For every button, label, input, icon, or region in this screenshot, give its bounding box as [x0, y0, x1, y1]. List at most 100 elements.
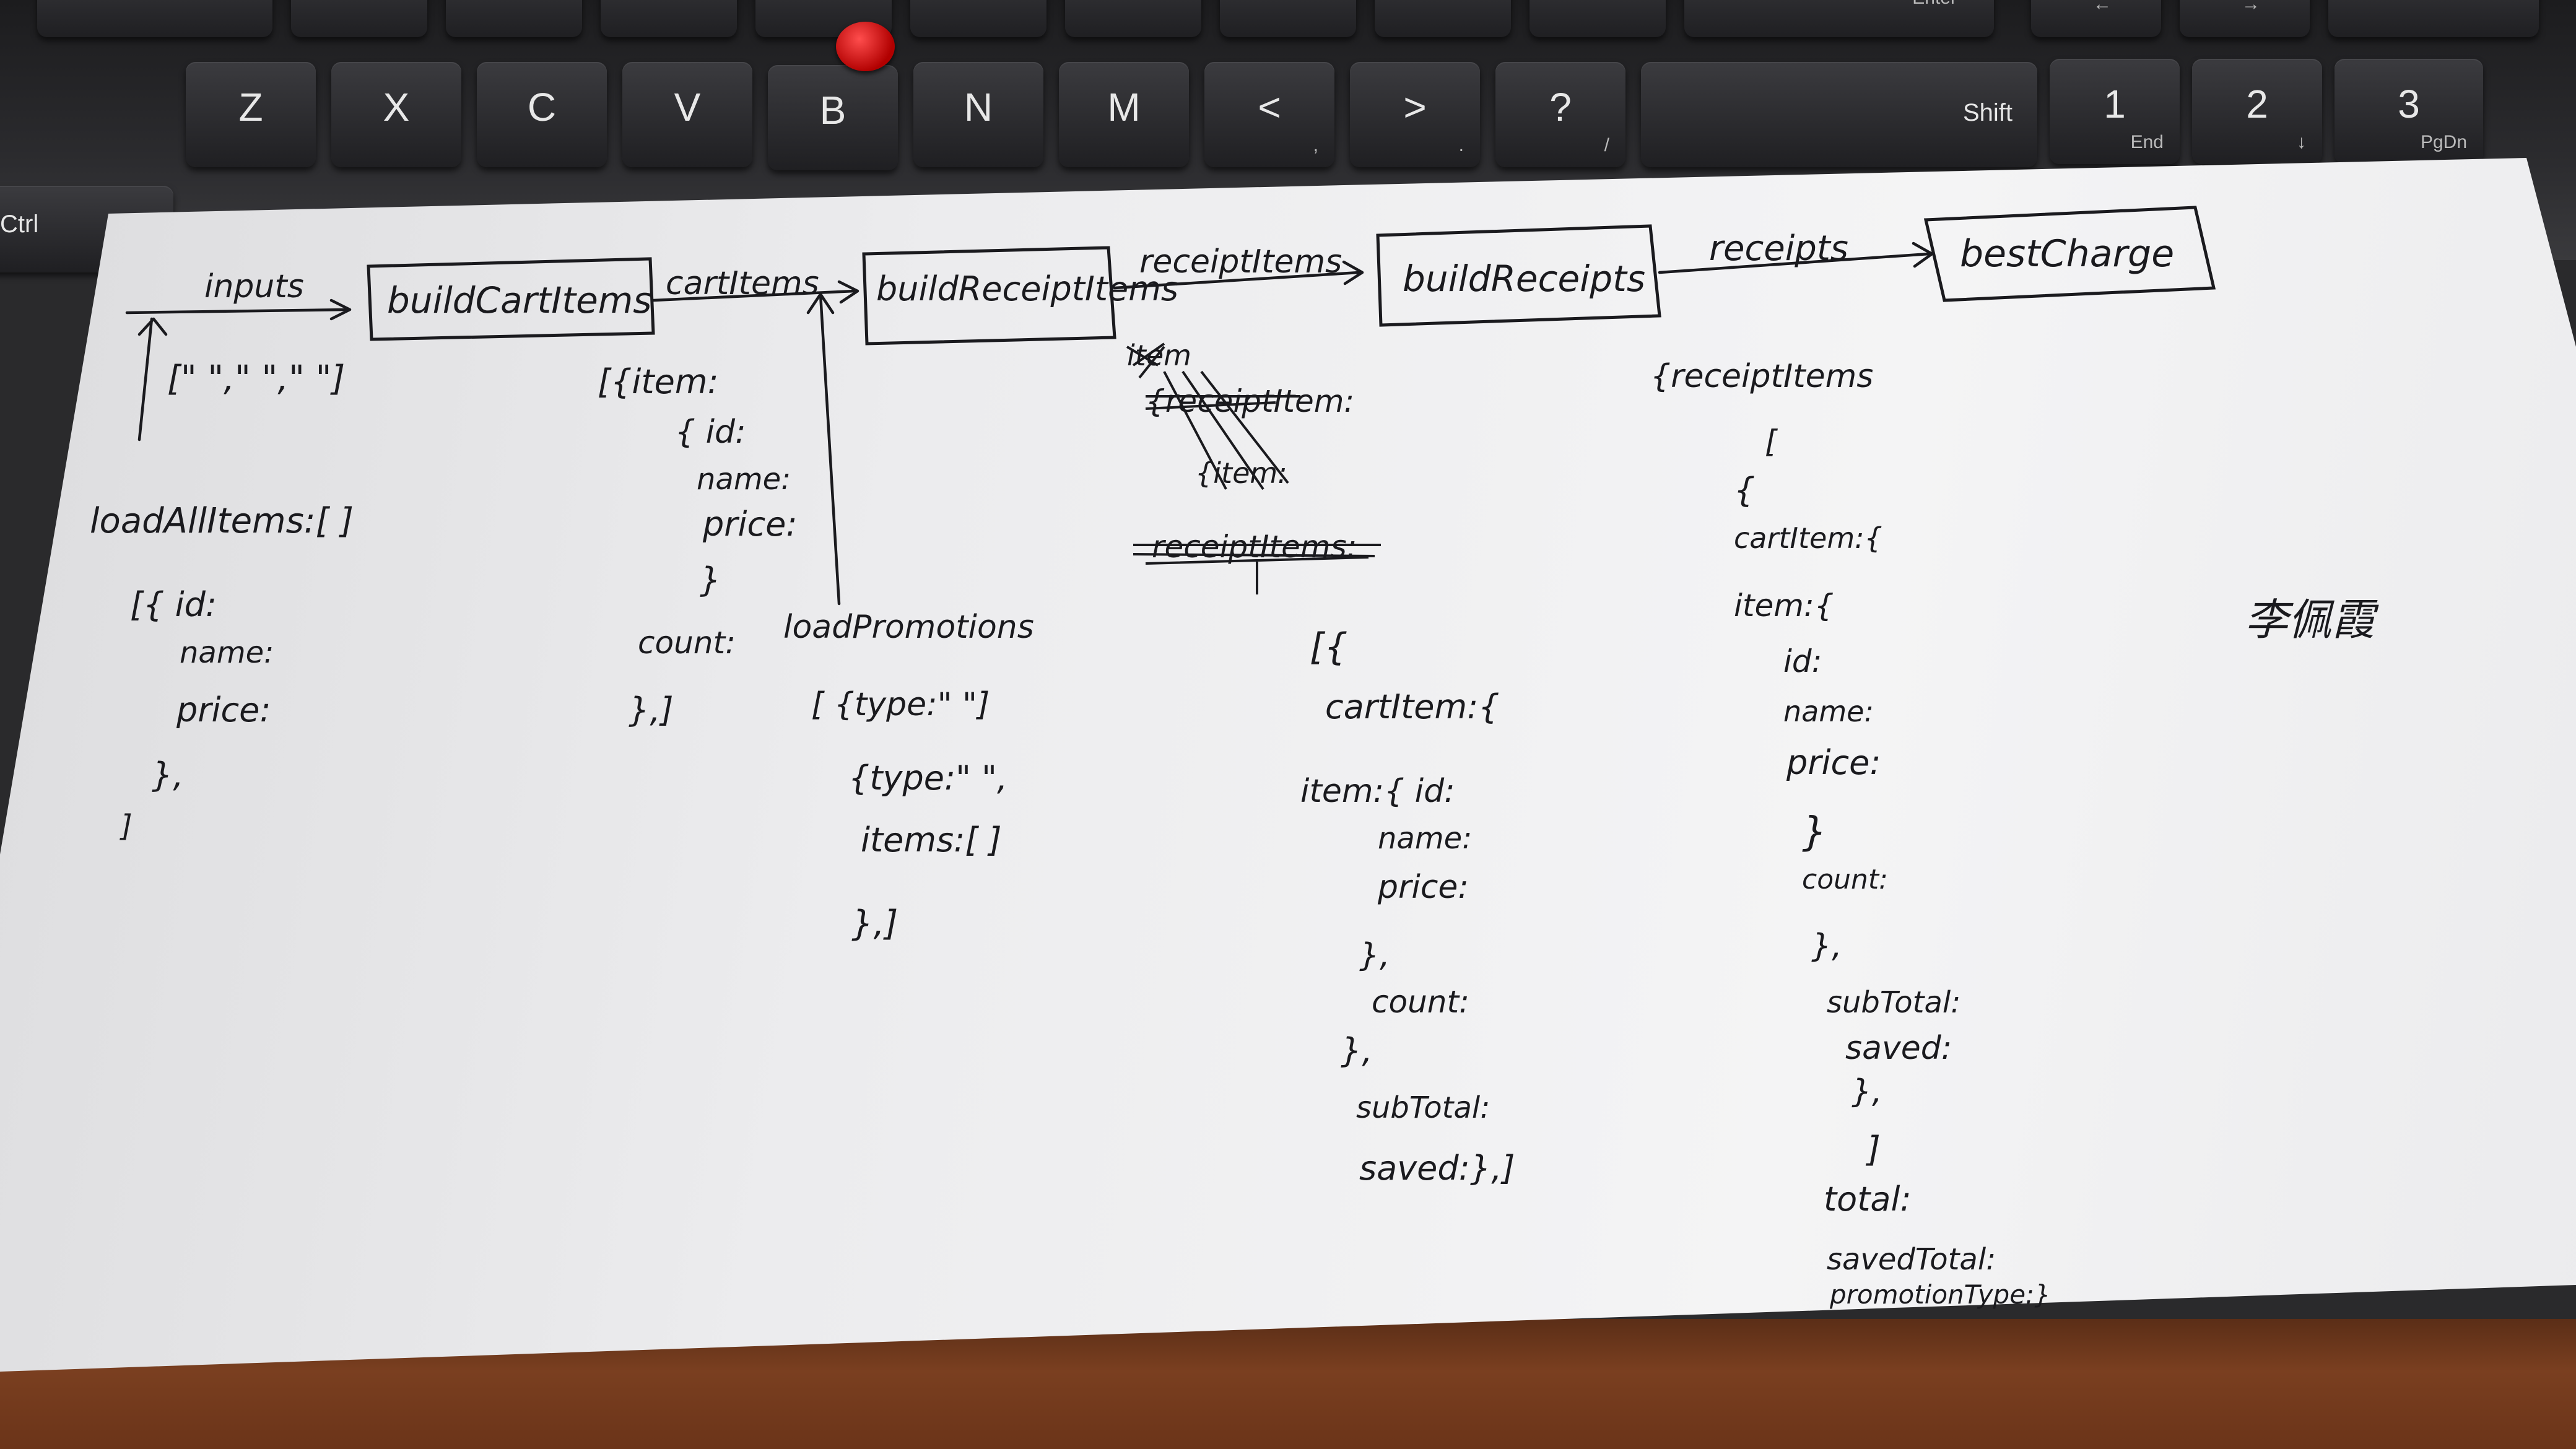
receipts-line: },	[1811, 928, 1842, 965]
key-top	[1220, 0, 1356, 37]
cartItems-line: }	[700, 560, 721, 599]
receiptItems-line: count:	[1372, 984, 1469, 1020]
arrowhead	[806, 292, 835, 315]
key-2: 2↓	[2192, 59, 2322, 164]
flow-arrow-label-receipts: receipts	[1709, 228, 1848, 269]
receipts-line: },	[1852, 1073, 1882, 1110]
loadAllItems-line: },	[152, 755, 184, 794]
receipts-line: cartItem:{	[1734, 521, 1882, 555]
stage-label-buildCartItems: buildCartItems	[387, 279, 652, 321]
receiptItems-line: subTotal:	[1356, 1090, 1490, 1125]
key-shift: Shift	[1641, 62, 2037, 167]
flow-arrow-label-receiptItems: receiptItems	[1139, 243, 1342, 281]
loadAllItems-header: loadAllItems:[ ]	[90, 501, 354, 541]
receipts-line: savedTotal:	[1827, 1242, 1996, 1277]
trackpoint	[836, 22, 895, 71]
receipts-line: [	[1765, 424, 1778, 459]
loadAllItems-line: [{ id:	[130, 585, 217, 624]
stage-box-buildReceipts	[1376, 224, 1661, 327]
loadPromotions-line: {type:" ",	[848, 759, 1007, 798]
inputs-line	[125, 308, 349, 442]
input-array: [" "," "," "]	[167, 359, 345, 399]
receipts-line: count:	[1802, 864, 1888, 895]
receipts-line: {receiptItems	[1650, 358, 1873, 395]
cartItems-line: { id:	[675, 414, 746, 451]
receipts-line: }	[1802, 809, 1827, 855]
flow-arrow-label-inputs: inputs	[204, 268, 304, 305]
arrowhead	[837, 280, 859, 304]
key-top	[1065, 0, 1201, 37]
receiptItems-line: },	[1359, 937, 1390, 974]
arrowhead	[1912, 242, 1934, 268]
loadAllItems-line: name:	[180, 635, 274, 670]
key-c: C	[477, 62, 607, 167]
laptop-keyboard: Enter ← → Z X C V B N M <, >. ?/ Shift 1…	[0, 0, 2576, 272]
receiptItems-line: [{	[1310, 625, 1348, 669]
receipts-line: name:	[1783, 695, 1874, 728]
receiptItems-line: saved:},]	[1359, 1149, 1515, 1188]
receiptItems-line: item:{ id:	[1300, 773, 1455, 810]
key-b: B	[768, 65, 898, 170]
receiptItems-line: },	[1341, 1031, 1373, 1070]
receiptItems-line	[1113, 271, 1361, 290]
key-top	[291, 0, 427, 37]
stage-label-buildReceipts: buildReceipts	[1403, 258, 1645, 300]
loadAllItems-line: ]	[120, 809, 133, 843]
receipts-line: promotionType:}	[1829, 1279, 2051, 1310]
cartItems-line: [{item:	[598, 362, 719, 401]
key-m: M	[1059, 62, 1189, 167]
receipts-line	[1658, 252, 1931, 274]
scribble-mark	[1133, 544, 1381, 594]
receipts-line: {	[1734, 471, 1755, 510]
key-top	[1530, 0, 1666, 37]
key-top	[1375, 0, 1511, 37]
cartItems-line: count:	[638, 625, 736, 661]
loadPromotions-line: [ {type:" "]	[811, 686, 990, 723]
receiptItems-line: price:	[1377, 869, 1469, 906]
key-top	[446, 0, 582, 37]
scribble-mark	[1126, 342, 1165, 379]
key-top	[601, 0, 737, 37]
receipts-line: ]	[1865, 1129, 1881, 1170]
stage-box-buildCartItems	[367, 257, 655, 341]
key-right-arrow: →	[2180, 0, 2310, 37]
receipts-line: total:	[1824, 1180, 1912, 1219]
key-x: X	[331, 62, 461, 167]
cartItems-line	[651, 289, 856, 302]
loadPromotions-line: },]	[851, 903, 898, 944]
receiptItems-line: cartItem:{	[1325, 687, 1500, 726]
arrowhead	[329, 298, 352, 321]
key-z: Z	[186, 62, 316, 167]
key-enter: Enter	[1684, 0, 1994, 37]
stage-box-buildReceiptItems	[862, 246, 1116, 346]
key-top	[2328, 0, 2539, 37]
loadAllItems-line: price:	[176, 690, 271, 729]
struck-note: item	[1127, 339, 1191, 372]
key-slash: ?/	[1495, 62, 1625, 167]
loadPromotions-line: items:[ ]	[861, 820, 1002, 859]
cartItems-line: price:	[702, 505, 798, 544]
signature: 李佩霞	[2245, 594, 2379, 645]
receipts-line: subTotal:	[1827, 985, 1960, 1020]
receipts-line: item:{	[1734, 588, 1834, 624]
cartItems-line: },]	[629, 690, 674, 729]
stage-box-bestCharge	[1923, 206, 2216, 302]
receipts-line: saved:	[1845, 1030, 1952, 1067]
key-n: N	[913, 62, 1043, 167]
arrowhead	[1342, 260, 1364, 285]
receipts-line: price:	[1786, 743, 1881, 782]
key-v: V	[622, 62, 752, 167]
loadPromotions-header: loadPromotions	[783, 609, 1034, 646]
loadPromotions-line	[819, 292, 841, 606]
arrowhead	[137, 317, 168, 336]
key-comma: <,	[1204, 62, 1334, 167]
stage-label-bestCharge: bestCharge	[1960, 232, 2174, 276]
flow-arrow-label-cartItems: cartItems	[666, 265, 819, 302]
key-top	[910, 0, 1046, 37]
struck-note: {receiptItem:	[1146, 383, 1354, 419]
key-period: >.	[1350, 62, 1480, 167]
